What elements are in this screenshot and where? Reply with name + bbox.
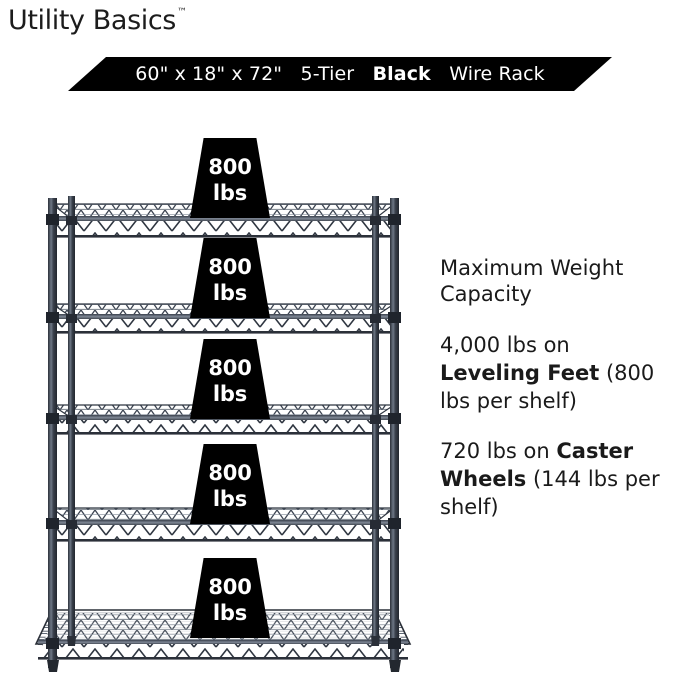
capacity-leveling-strong: Leveling Feet — [440, 361, 600, 385]
leveling-feet — [47, 636, 401, 672]
weight-badge-value: 800 — [208, 575, 252, 599]
weight-badge-value: 800 — [208, 255, 252, 279]
capacity-caster-prefix: 720 lbs on — [440, 439, 557, 463]
banner-emphasis-black: Black — [372, 63, 431, 85]
weight-badge-tier-5: 800 lbs — [190, 558, 270, 638]
trademark-symbol: ™ — [176, 7, 187, 18]
capacity-heading: Maximum Weight Capacity — [440, 256, 624, 306]
weight-badge-unit: lbs — [212, 487, 248, 511]
front-post-left — [48, 198, 57, 668]
banner-tier: 5-Tier — [300, 63, 355, 85]
brand-name: Utility Basics — [8, 5, 176, 36]
capacity-line-leveling-feet: 4,000 lbs on Leveling Feet (800 lbs per … — [440, 331, 676, 415]
title-banner: 60" x 18" x 72" 5-Tier Black Wire Rack — [68, 57, 612, 91]
brand-logo: Utility Basics ™ — [8, 2, 187, 40]
weight-badge-tier-3: 800 lbs — [190, 339, 270, 419]
front-post-right — [390, 198, 399, 668]
weight-badge-tier-2: 800 lbs — [190, 238, 270, 318]
weight-badge-tier-1: 800 lbs — [190, 138, 270, 218]
capacity-caster-suffix: (144 lbs per shelf) — [440, 467, 660, 519]
banner-space-3 — [437, 63, 443, 85]
capacity-line-caster-wheels: 720 lbs on Caster Wheels (144 lbs per sh… — [440, 437, 676, 521]
weight-badge-unit: lbs — [212, 601, 248, 625]
capacity-leveling-suffix: (800 lbs per shelf) — [440, 361, 655, 413]
banner-space-2 — [360, 63, 366, 85]
weight-badge-value: 800 — [208, 155, 252, 179]
title-banner-text: 60" x 18" x 72" 5-Tier Black Wire Rack — [135, 63, 545, 85]
weight-badge-unit: lbs — [212, 281, 248, 305]
shelf-collars — [46, 214, 401, 649]
weight-badge-tier-4: 800 lbs — [190, 444, 270, 524]
capacity-leveling-prefix: 4,000 lbs on — [440, 333, 570, 357]
weight-badge-value: 800 — [208, 356, 252, 380]
capacity-info-panel: Maximum Weight Capacity 4,000 lbs on Lev… — [440, 255, 676, 543]
banner-suffix: Wire Rack — [449, 63, 545, 85]
weight-badge-value: 800 — [208, 461, 252, 485]
banner-space-1 — [288, 63, 294, 85]
banner-dimensions: 60" x 18" x 72" — [135, 63, 283, 85]
weight-badge-unit: lbs — [212, 181, 248, 205]
weight-badge-unit: lbs — [212, 382, 248, 406]
capacity-caster-strong: Caster Wheels — [440, 439, 634, 491]
